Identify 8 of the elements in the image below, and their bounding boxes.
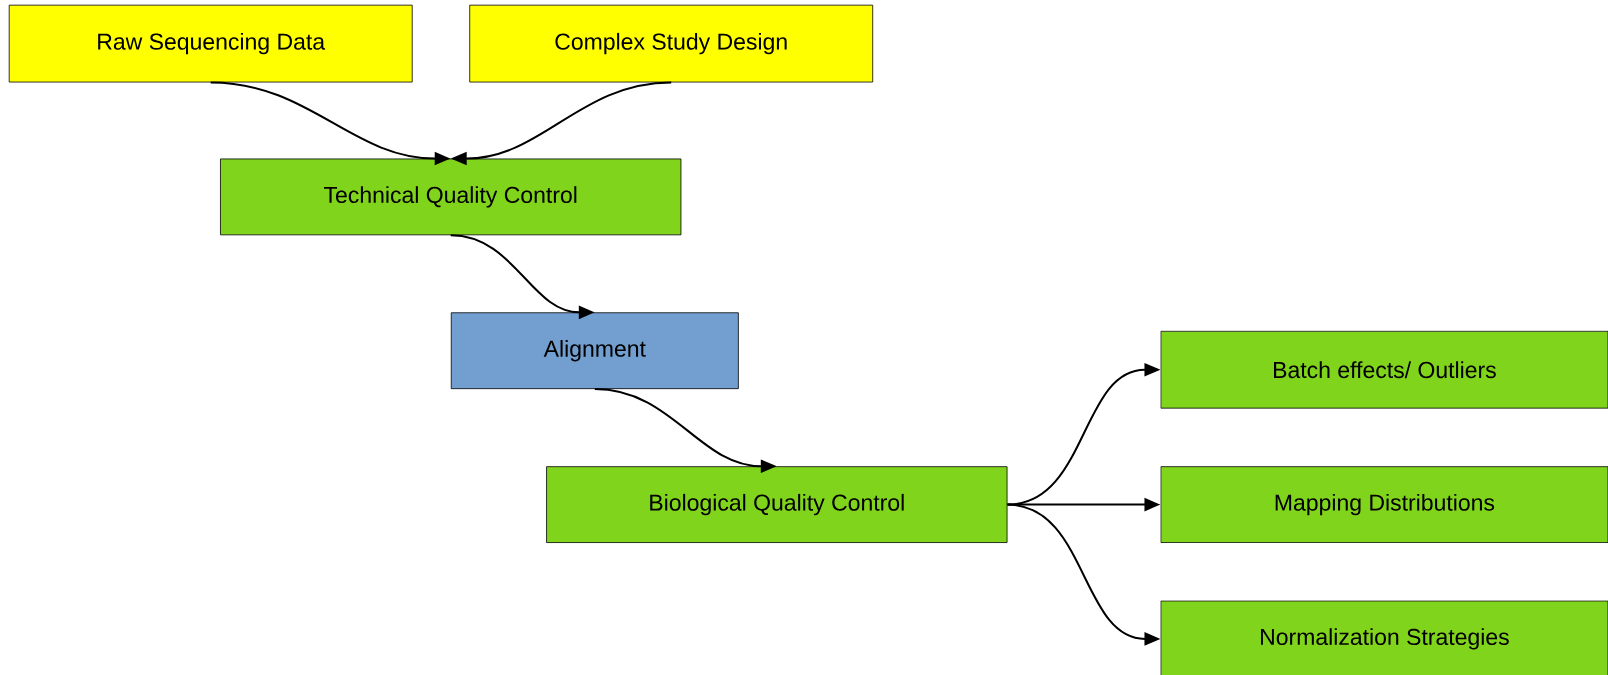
process-box: Alignment xyxy=(450,312,739,390)
process-box: Mapping Distributions xyxy=(1160,466,1608,543)
process-box: Batch effects/ Outliers xyxy=(1160,330,1608,409)
input-box: Raw Sequencing Data xyxy=(8,4,413,83)
input-box: Complex Study Design xyxy=(469,4,874,83)
process-box: Normalization Strategies xyxy=(1160,600,1608,675)
process-box: Biological Quality Control xyxy=(546,466,1008,543)
process-box: Technical Quality Control xyxy=(220,158,682,236)
